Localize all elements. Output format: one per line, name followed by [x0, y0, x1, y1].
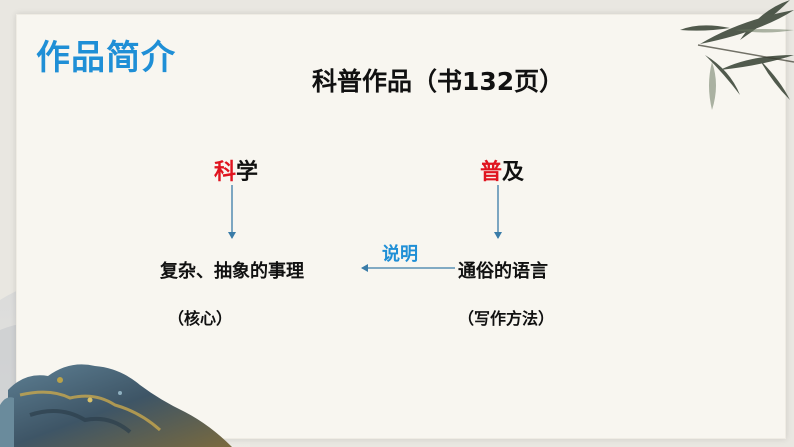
term-science-rest: 学: [236, 160, 259, 185]
plain-language-text: 通俗的语言: [458, 261, 548, 282]
content-panel: [16, 14, 786, 439]
term-popularize: 普及: [480, 154, 524, 186]
section-title: 作品简介: [36, 38, 176, 78]
term-science-highlight: 科: [214, 160, 237, 185]
term-science: 科学: [214, 154, 258, 186]
term-popularize-highlight: 普: [480, 160, 503, 185]
term-popularize-rest: 及: [502, 160, 525, 185]
writing-method-note: （写作方法）: [458, 309, 555, 328]
main-title: 科普作品（书132页）: [312, 67, 565, 96]
connector-label: 说明: [382, 244, 418, 265]
core-note: （核心）: [168, 309, 233, 328]
complex-abstract-text: 复杂、抽象的事理: [160, 261, 304, 282]
